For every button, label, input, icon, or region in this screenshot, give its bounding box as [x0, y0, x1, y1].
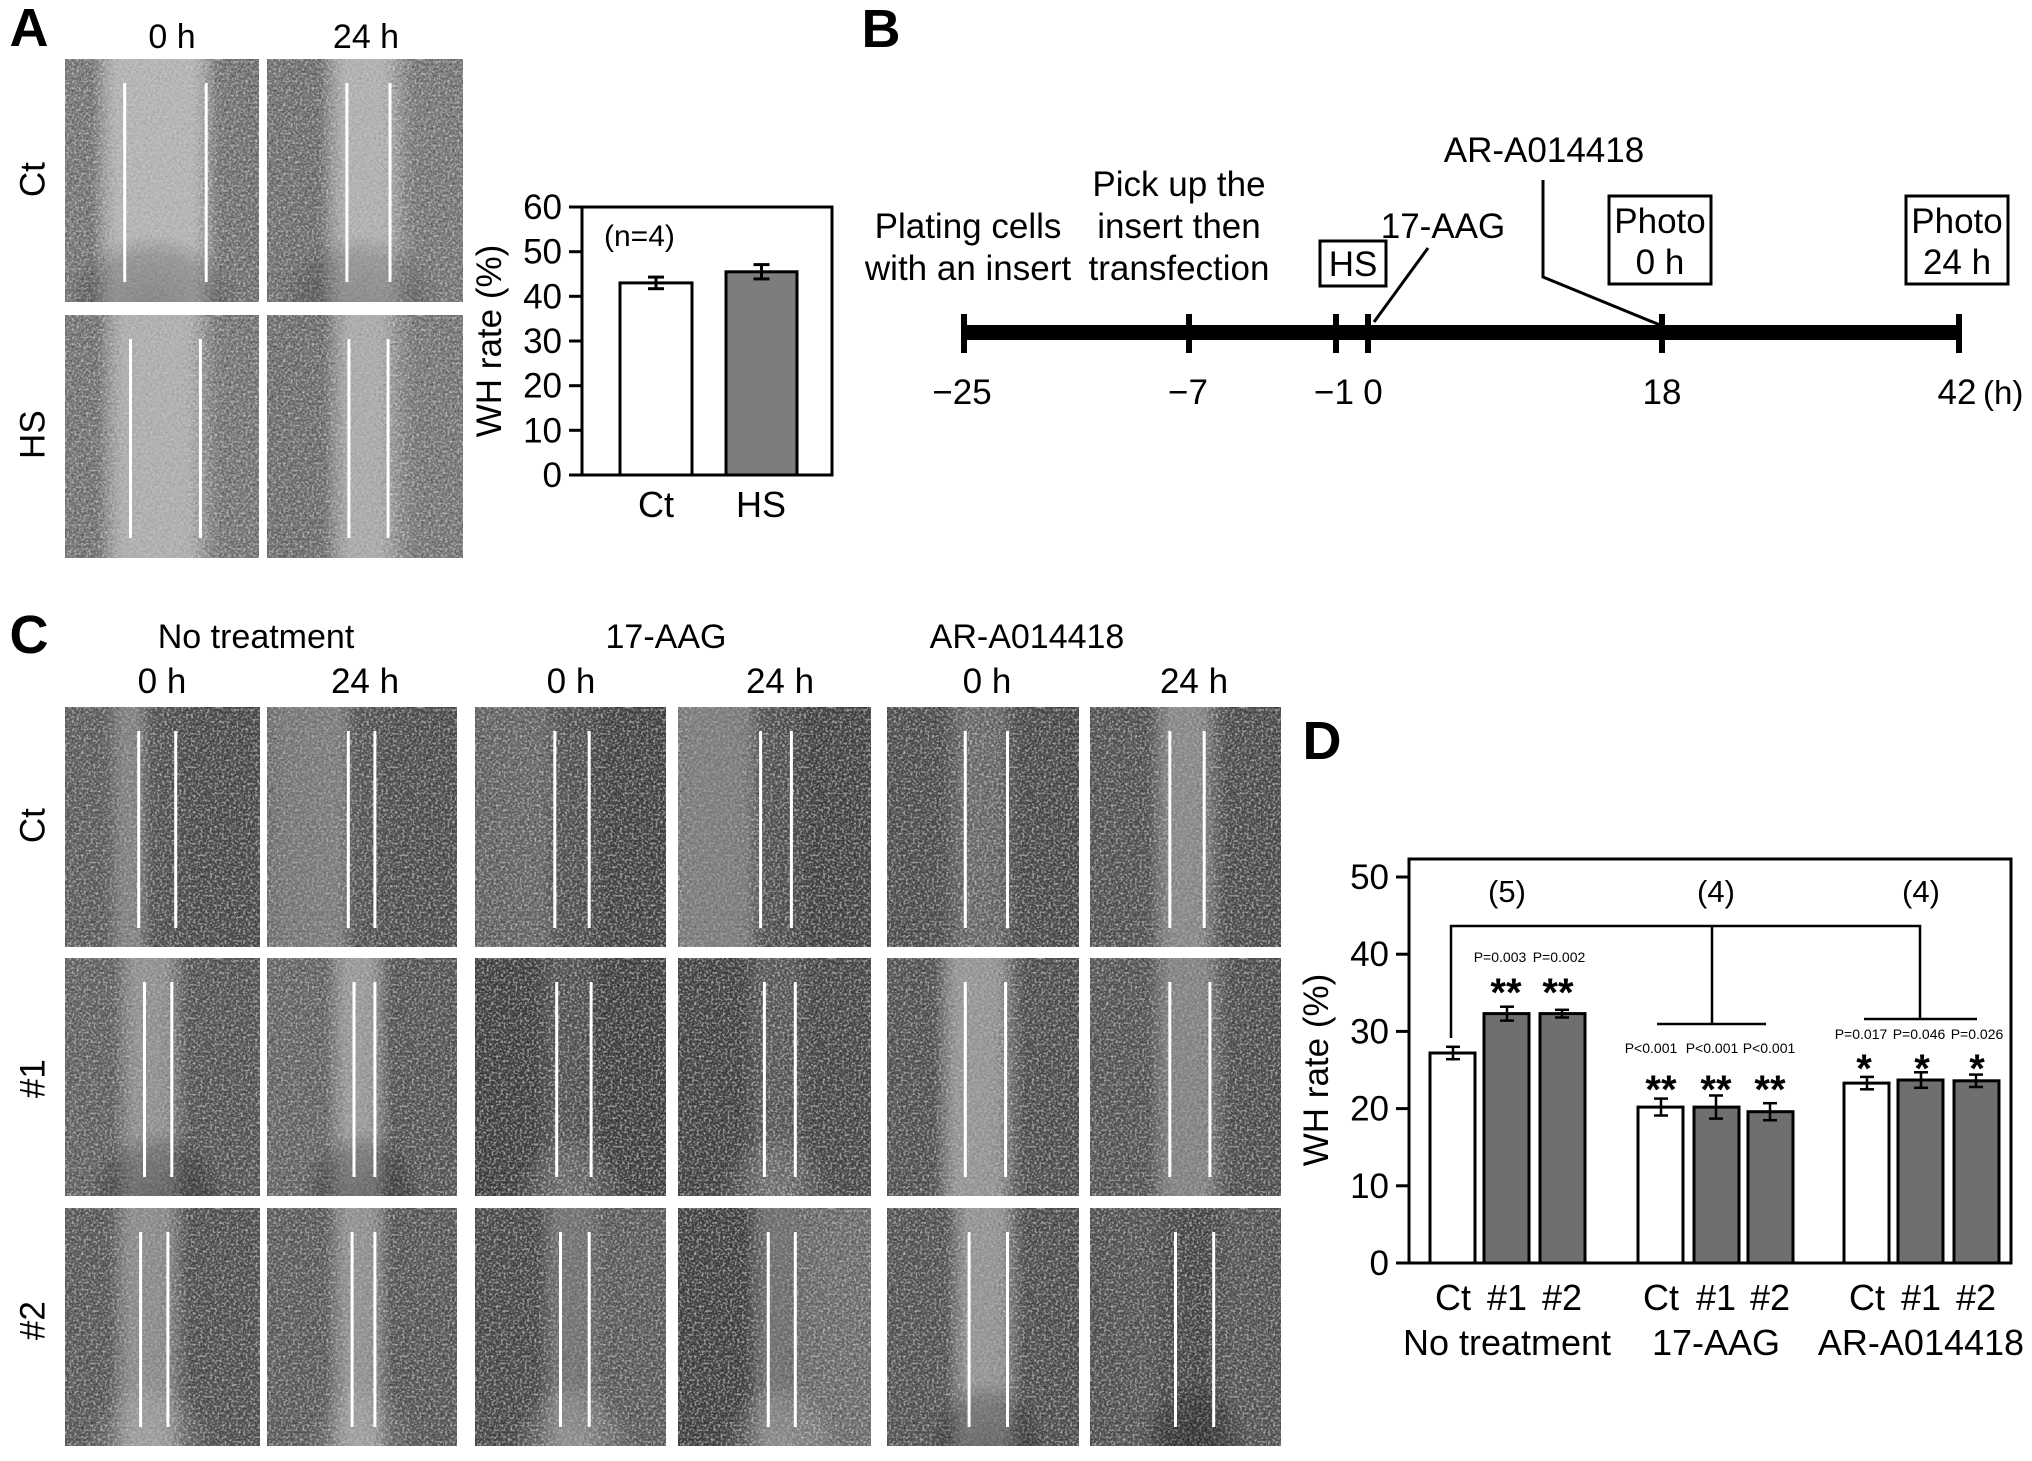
- svg-text:50: 50: [1350, 858, 1389, 897]
- svg-text:30: 30: [523, 322, 562, 361]
- svg-text:(n=4): (n=4): [604, 220, 675, 253]
- svg-text:transfection: transfection: [1089, 249, 1270, 288]
- svg-text:HS: HS: [736, 484, 786, 525]
- svg-text:*: *: [1914, 1047, 1930, 1091]
- svg-text:(4): (4): [1902, 874, 1940, 909]
- svg-text:0: 0: [543, 456, 562, 495]
- svg-text:10: 10: [1350, 1167, 1389, 1206]
- svg-text:AR-A014418: AR-A014418: [1818, 1322, 2024, 1363]
- svg-text:*: *: [1856, 1047, 1872, 1091]
- svg-text:50: 50: [523, 233, 562, 272]
- svg-text:#1: #1: [1696, 1277, 1736, 1318]
- svg-text:P=0.046: P=0.046: [1893, 1026, 1946, 1042]
- svg-text:17-AAG: 17-AAG: [1381, 207, 1506, 246]
- svg-text:−7: −7: [1168, 373, 1208, 412]
- svg-text:P<0.001: P<0.001: [1743, 1040, 1796, 1056]
- svg-text:P=0.017: P=0.017: [1835, 1026, 1888, 1042]
- svg-text:Plating cells: Plating cells: [875, 207, 1062, 246]
- svg-text:0: 0: [1370, 1244, 1389, 1283]
- svg-text:P=0.026: P=0.026: [1951, 1026, 2004, 1042]
- svg-text:40: 40: [1350, 935, 1389, 974]
- svg-text:with an insert: with an insert: [864, 249, 1071, 288]
- svg-text:*: *: [1969, 1047, 1985, 1091]
- svg-text:40: 40: [523, 277, 562, 316]
- svg-text:P<0.001: P<0.001: [1625, 1040, 1678, 1056]
- svg-text:Ct: Ct: [1849, 1277, 1885, 1318]
- svg-text:30: 30: [1350, 1012, 1389, 1051]
- svg-text:Ct: Ct: [1435, 1277, 1471, 1318]
- svg-text:24 h: 24 h: [1923, 243, 1991, 282]
- svg-text:0: 0: [1363, 373, 1382, 412]
- svg-text:#1: #1: [1901, 1277, 1941, 1318]
- svg-text:20: 20: [523, 367, 562, 406]
- svg-text:18: 18: [1643, 373, 1682, 412]
- svg-text:P=0.003: P=0.003: [1474, 949, 1527, 965]
- svg-text:#2: #2: [1956, 1277, 1996, 1318]
- svg-text:42: 42: [1938, 373, 1977, 412]
- svg-text:Ct: Ct: [638, 484, 674, 525]
- svg-text:**: **: [1754, 1068, 1786, 1112]
- svg-text:**: **: [1490, 971, 1522, 1015]
- svg-text:−1: −1: [1314, 373, 1354, 412]
- svg-text:#1: #1: [1487, 1277, 1527, 1318]
- svg-text:Ct: Ct: [1643, 1277, 1679, 1318]
- svg-text:Photo: Photo: [1911, 202, 2002, 241]
- svg-text:WH rate (%): WH rate (%): [1300, 974, 1336, 1167]
- svg-text:(h): (h): [1983, 374, 2023, 411]
- svg-text:P<0.001: P<0.001: [1686, 1040, 1739, 1056]
- svg-text:20: 20: [1350, 1090, 1389, 1129]
- svg-text:Pick up the: Pick up the: [1092, 165, 1265, 204]
- svg-text:**: **: [1700, 1068, 1732, 1112]
- svg-text:Photo: Photo: [1614, 202, 1705, 241]
- svg-text:AR-A014418: AR-A014418: [1444, 131, 1644, 170]
- svg-text:−25: −25: [932, 373, 991, 412]
- svg-text:insert then: insert then: [1097, 207, 1260, 246]
- svg-text:10: 10: [523, 411, 562, 450]
- svg-text:HS: HS: [1329, 245, 1378, 284]
- svg-text:0 h: 0 h: [1636, 243, 1685, 282]
- svg-text:60: 60: [523, 190, 562, 227]
- svg-text:P=0.002: P=0.002: [1533, 949, 1586, 965]
- svg-text:(5): (5): [1488, 874, 1526, 909]
- svg-text:WH rate (%): WH rate (%): [470, 245, 509, 438]
- svg-text:**: **: [1645, 1068, 1677, 1112]
- svg-text:(4): (4): [1697, 874, 1735, 909]
- svg-text:17-AAG: 17-AAG: [1652, 1322, 1780, 1363]
- svg-text:**: **: [1542, 971, 1574, 1015]
- svg-text:No treatment: No treatment: [1403, 1322, 1611, 1363]
- svg-text:#2: #2: [1542, 1277, 1582, 1318]
- svg-text:#2: #2: [1750, 1277, 1790, 1318]
